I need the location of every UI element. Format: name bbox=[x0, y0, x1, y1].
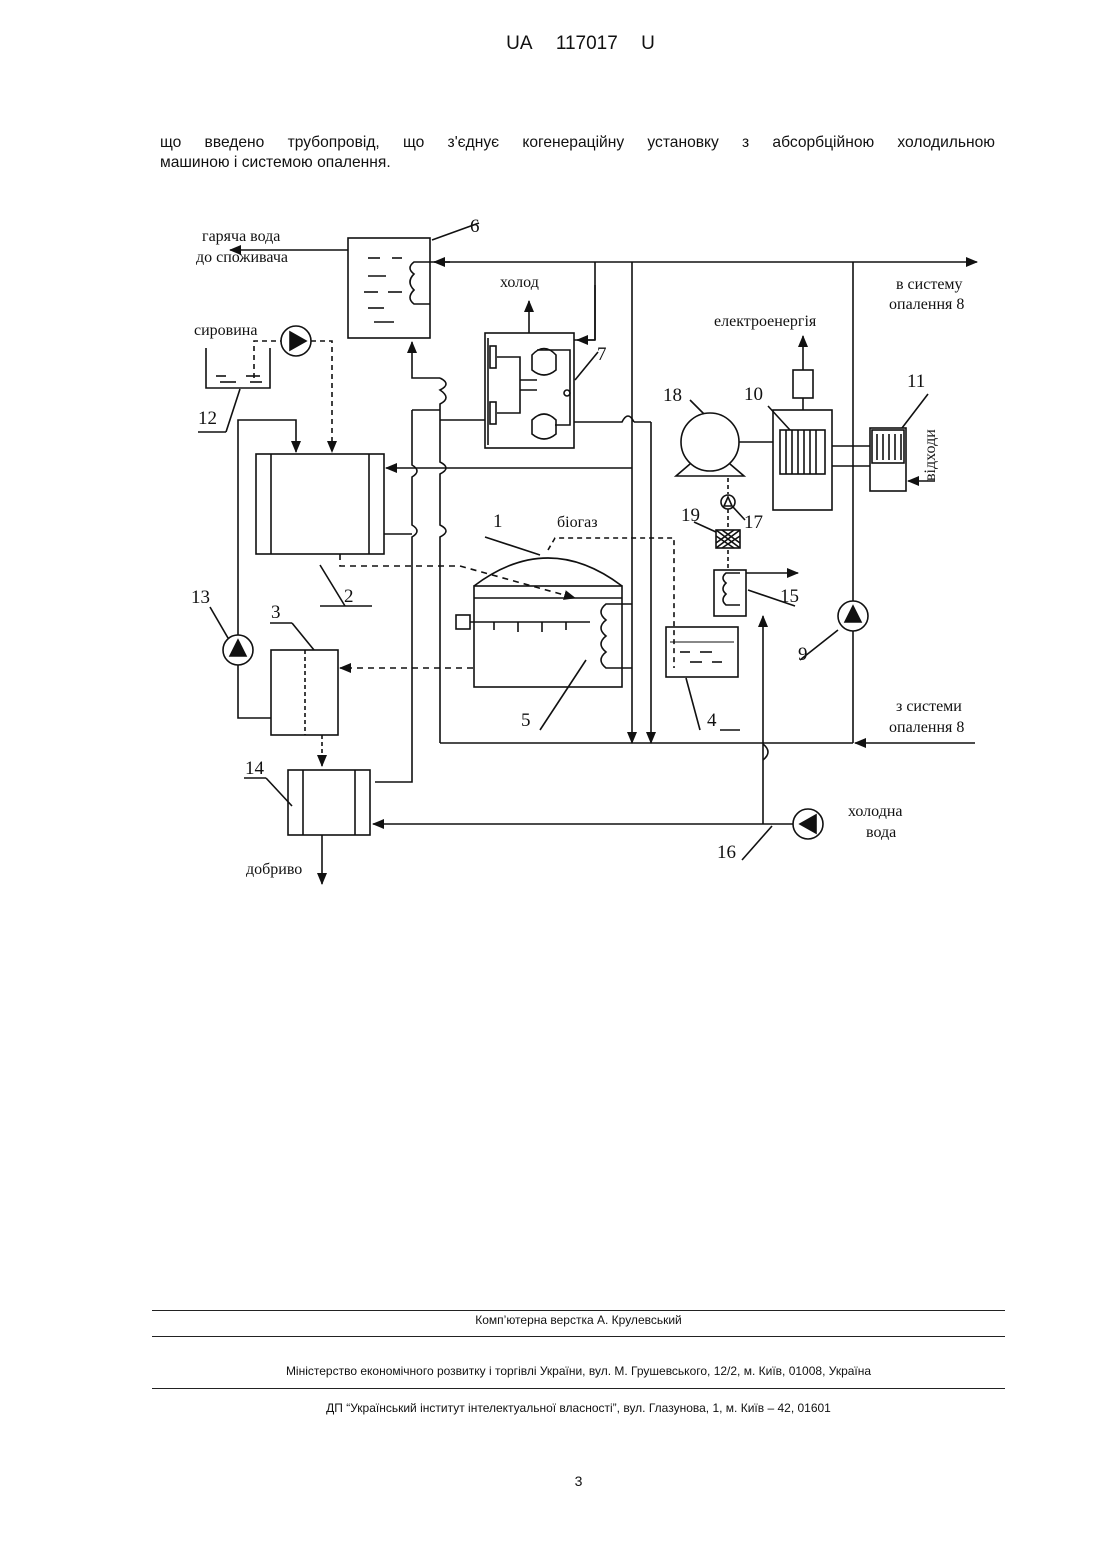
footer-institute: ДП “Український інститут інтелектуальної… bbox=[152, 1401, 1005, 1415]
feed-to-digester bbox=[340, 554, 575, 598]
gas-holder-18 bbox=[676, 413, 773, 476]
label-biogas: біогаз bbox=[557, 514, 598, 531]
num-12: 12 bbox=[198, 408, 217, 429]
num-13: 13 bbox=[191, 587, 210, 608]
leader-5 bbox=[540, 660, 586, 730]
leader-16 bbox=[742, 826, 772, 860]
leader-4 bbox=[686, 678, 700, 730]
num-15: 15 bbox=[780, 586, 799, 607]
prep-tank-2 bbox=[256, 454, 632, 554]
footer-ministry: Міністерство економічного розвитку і тор… bbox=[152, 1364, 1005, 1378]
digester-1 bbox=[456, 558, 632, 687]
leader-3 bbox=[292, 623, 314, 650]
hot-water-tank-6 bbox=[348, 238, 440, 378]
pump-9 bbox=[838, 601, 868, 631]
pump-13 bbox=[223, 635, 253, 665]
absorption-chiller-7 bbox=[485, 301, 574, 448]
num-9: 9 bbox=[798, 644, 808, 665]
compressor-17 bbox=[721, 495, 735, 509]
condensate-tank-4 bbox=[666, 627, 738, 677]
num-7: 7 bbox=[597, 344, 607, 365]
footer-layout-credit: Комп’ютерна верстка А. Крулевський bbox=[152, 1313, 1005, 1327]
leader-18 bbox=[690, 400, 704, 414]
num-17: 17 bbox=[744, 512, 763, 533]
pipe-chiller-feed bbox=[574, 262, 595, 340]
pipe-chiller-out bbox=[574, 416, 634, 422]
footer-rule-1 bbox=[152, 1310, 1005, 1311]
num-18: 18 bbox=[663, 385, 682, 406]
label-to-heating-2: опалення 8 bbox=[889, 296, 964, 313]
page-number: 3 bbox=[0, 1473, 1101, 1489]
label-fertilizer: добриво bbox=[246, 861, 302, 878]
pipe-riser-left bbox=[375, 378, 446, 782]
label-raw-material: сировина bbox=[194, 322, 257, 339]
separator-3 bbox=[271, 650, 338, 735]
label-hot-water-2: до споживача bbox=[196, 249, 288, 266]
num-14: 14 bbox=[245, 758, 265, 779]
label-electricity: електроенергія bbox=[714, 313, 817, 330]
label-cold: холод bbox=[500, 274, 539, 291]
cold-water-pump-16 bbox=[793, 809, 823, 839]
label-waste: відходи bbox=[922, 429, 939, 481]
leader-13 bbox=[210, 607, 228, 638]
footer-rule-2 bbox=[152, 1336, 1005, 1337]
label-cold-water-2: вода bbox=[866, 824, 896, 841]
label-from-heating-1: з системи bbox=[896, 698, 962, 715]
num-3: 3 bbox=[271, 602, 281, 623]
num-16: 16 bbox=[717, 842, 736, 863]
filter-19 bbox=[716, 530, 740, 548]
label-hot-water-1: гаряча вода bbox=[202, 228, 280, 245]
num-11: 11 bbox=[907, 371, 925, 392]
label-to-heating-1: в систему bbox=[896, 276, 963, 293]
leader-1 bbox=[485, 537, 540, 555]
leader-2 bbox=[320, 565, 345, 606]
footer-rule-3 bbox=[152, 1388, 1005, 1389]
feed-pump bbox=[281, 326, 311, 356]
num-19: 19 bbox=[681, 505, 700, 526]
num-6: 6 bbox=[470, 216, 480, 237]
label-cold-water-1: холодна bbox=[848, 803, 903, 820]
num-10: 10 bbox=[744, 384, 763, 405]
num-1: 1 bbox=[493, 511, 503, 532]
num-4: 4 bbox=[707, 710, 717, 731]
num-5: 5 bbox=[521, 710, 531, 731]
label-from-heating-2: опалення 8 bbox=[889, 719, 964, 736]
raw-material-12 bbox=[206, 348, 270, 388]
num-2: 2 bbox=[344, 586, 354, 607]
biogas-line bbox=[548, 538, 674, 668]
cogeneration-unit-10 bbox=[773, 336, 870, 510]
leader-7 bbox=[575, 352, 598, 380]
leader-11 bbox=[902, 394, 928, 428]
